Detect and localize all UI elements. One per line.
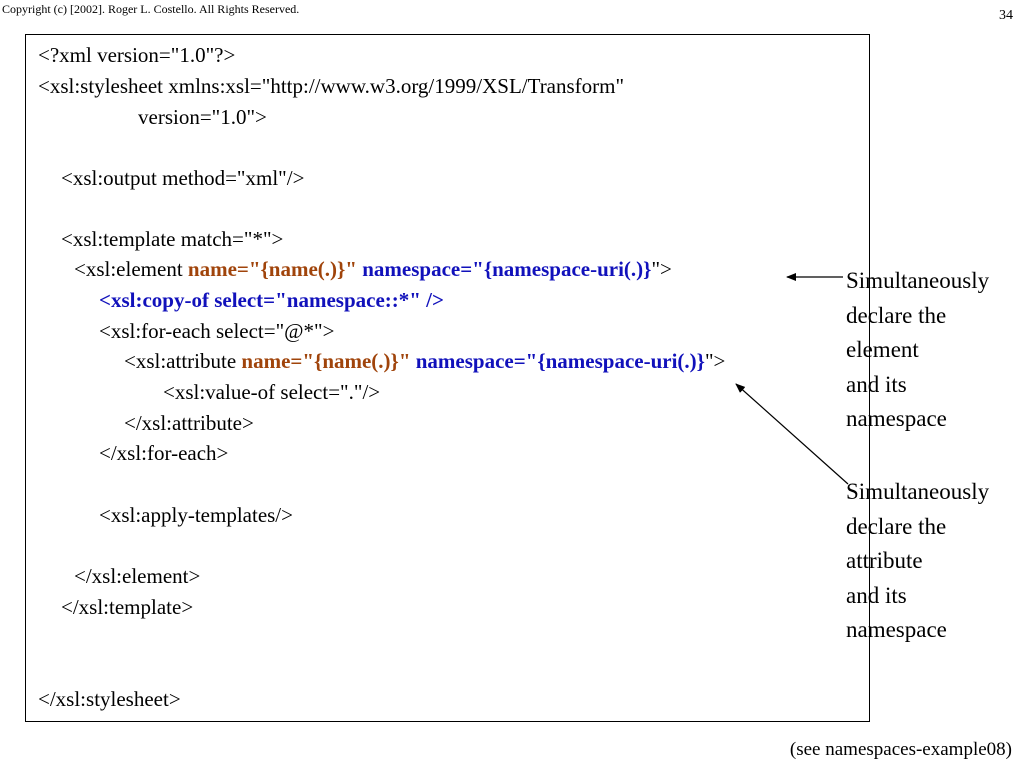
code-line-for-each-open: <xsl:for-each select="@*"> [99,319,335,343]
attribute-tag-text: <xsl:attribute [124,349,242,373]
code-line-element-open: <xsl:element name="{name(.)}" namespace=… [74,257,672,281]
code-line-stylesheet-version: version="1.0"> [138,105,267,129]
code-line-template-close: </xsl:template> [61,595,194,619]
code-line-apply-templates: <xsl:apply-templates/> [99,503,293,527]
element-tag-close: "> [651,257,672,281]
code-line-xml-declaration: <?xml version="1.0"?> [38,43,236,67]
code-line-attribute-close: </xsl:attribute> [124,411,254,435]
code-line-value-of: <xsl:value-of select="."/> [163,380,381,404]
attribute-namespace-attribute: namespace="{namespace-uri(.)} [410,349,705,373]
code-listing-box: <?xml version="1.0"?> <xsl:stylesheet xm… [25,34,870,722]
element-name-attribute: name="{name(.)}" [187,257,357,281]
code-line-stylesheet-close: </xsl:stylesheet> [38,687,181,711]
attribute-callout-arrow [735,383,849,485]
attribute-callout-note: Simultaneously declare the attribute and… [846,479,990,642]
code-line-stylesheet-open: <xsl:stylesheet xmlns:xsl="http://www.w3… [38,74,625,98]
code-line-element-close: </xsl:element> [74,564,201,588]
code-line-attribute-open: <xsl:attribute name="{name(.)}" namespac… [124,349,725,373]
code-line-output: <xsl:output method="xml"/> [61,166,305,190]
attribute-name-attribute: name="{name(.)}" [241,349,411,373]
page-number: 34 [999,8,1013,23]
copyright-notice: Copyright (c) [2002]. Roger L. Costello.… [2,2,300,16]
see-also-footer: (see namespaces-example08) [789,739,1012,760]
element-callout-note: Simultaneously declare the element and i… [846,268,990,431]
code-line-for-each-close: </xsl:for-each> [99,441,229,465]
attribute-tag-close: "> [704,349,726,373]
element-tag-text: <xsl:element [74,257,188,281]
code-line-template-open: <xsl:template match="*"> [61,227,284,251]
element-namespace-attribute: namespace="{namespace-uri(.)} [356,257,652,281]
code-line-copy-of: <xsl:copy-of select="namespace::*" /> [99,288,444,312]
